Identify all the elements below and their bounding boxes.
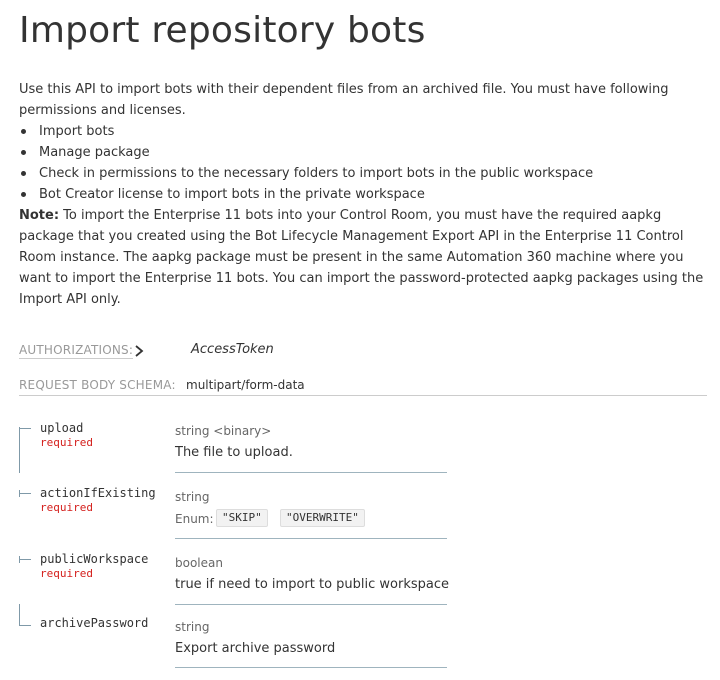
enum-label: Enum: (175, 512, 214, 526)
param-required: required (40, 436, 93, 449)
tree-line (19, 604, 20, 625)
request-body-schema-label: REQUEST BODY SCHEMA: (19, 378, 176, 392)
param-required: required (40, 567, 93, 580)
note-label: Note: (19, 208, 60, 223)
authorizations-row: AUTHORIZATIONS: AccessToken (19, 340, 707, 362)
param-name: publicWorkspace (40, 552, 149, 566)
param-detail-publicWorkspace: boolean true if need to import to public… (175, 555, 450, 605)
param-type: string <binary> (175, 424, 272, 438)
enum-value: "OVERWRITE" (280, 509, 365, 527)
param-actionIfExisting: actionIfExisting required (19, 486, 174, 536)
param-description: The file to upload. (175, 445, 293, 460)
note: Note: To import the Enterprise 11 bots i… (19, 205, 709, 310)
authorizations-value: AccessToken (191, 342, 274, 357)
params-table: upload required string <binary> The file… (19, 420, 459, 670)
tree-branch (19, 428, 31, 429)
intro-text: Use this API to import bots with their d… (19, 82, 669, 118)
param-required: required (40, 501, 93, 514)
param-type: string (175, 620, 210, 634)
param-description: true if need to import to public workspa… (175, 577, 450, 592)
enum-value: "SKIP" (216, 509, 268, 527)
request-body-schema-row: REQUEST BODY SCHEMA: multipart/form-data (19, 376, 707, 396)
param-name: archivePassword (40, 616, 149, 630)
description: Use this API to import bots with their d… (19, 79, 709, 310)
note-text: To import the Enterprise 11 bots into yo… (19, 208, 704, 307)
param-type: boolean (175, 556, 223, 570)
param-detail-upload: string <binary> The file to upload. (175, 423, 447, 473)
list-item: Check in permissions to the necessary fo… (19, 163, 709, 184)
authorizations-label[interactable]: AUTHORIZATIONS: (19, 343, 134, 359)
tree-branch (19, 559, 31, 560)
param-name: upload (40, 421, 84, 435)
list-item: Import bots (19, 121, 709, 142)
list-item: Manage package (19, 142, 709, 163)
content-type: multipart/form-data (186, 378, 305, 392)
param-archivePassword: archivePassword (19, 616, 174, 656)
permissions-list: Import bots Manage package Check in perm… (19, 121, 709, 205)
tree-branch (19, 493, 31, 494)
param-publicWorkspace: publicWorkspace required (19, 552, 174, 602)
param-detail-actionIfExisting: string Enum: "SKIP" "OVERWRITE" (175, 489, 447, 539)
param-name: actionIfExisting (40, 486, 156, 500)
chevron-right-icon[interactable] (134, 345, 144, 357)
tree-line (19, 427, 20, 473)
param-description: Export archive password (175, 641, 336, 656)
tree-branch (19, 625, 31, 626)
page-title: Import repository bots (19, 10, 426, 51)
param-detail-archivePassword: string Export archive password (175, 619, 447, 668)
list-item: Bot Creator license to import bots in th… (19, 184, 709, 205)
param-type: string (175, 490, 210, 504)
param-upload: upload required (19, 420, 174, 480)
